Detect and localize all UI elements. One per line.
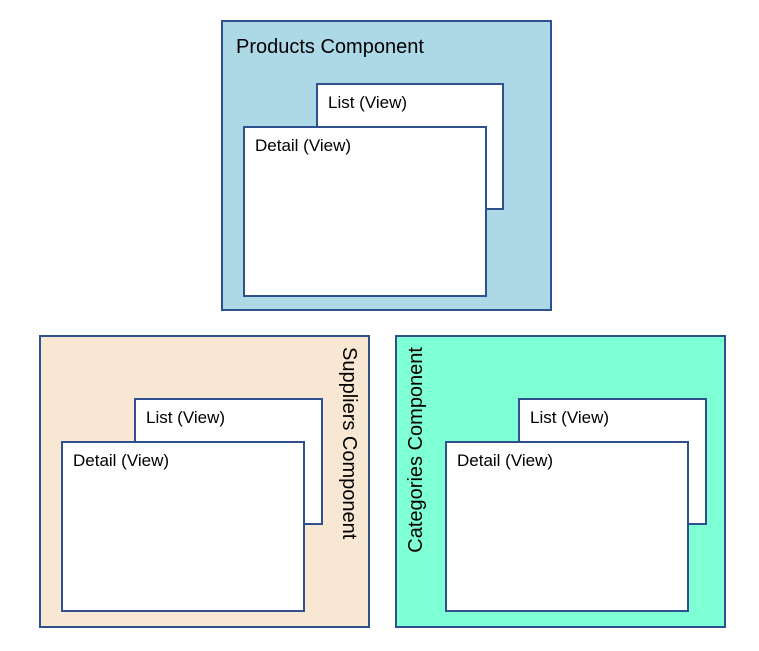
products-component: Products Component List (View) Detail (V… — [221, 20, 552, 311]
products-component-label: Products Component — [236, 36, 424, 58]
products-list-view-label: List (View) — [328, 93, 408, 112]
products-detail-view: Detail (View) — [243, 126, 487, 297]
suppliers-list-view-label: List (View) — [146, 408, 226, 427]
categories-detail-view: Detail (View) — [445, 441, 689, 612]
categories-component: Categories Component List (View) Detail … — [395, 335, 726, 628]
suppliers-component: Suppliers Component List (View) Detail (… — [39, 335, 370, 628]
categories-detail-view-label: Detail (View) — [457, 451, 554, 470]
suppliers-detail-view-label: Detail (View) — [73, 451, 170, 470]
suppliers-component-label: Suppliers Component — [338, 347, 360, 540]
suppliers-detail-view: Detail (View) — [61, 441, 305, 612]
products-detail-view-label: Detail (View) — [255, 136, 352, 155]
categories-list-view-label: List (View) — [530, 408, 610, 427]
categories-component-label: Categories Component — [405, 347, 427, 553]
